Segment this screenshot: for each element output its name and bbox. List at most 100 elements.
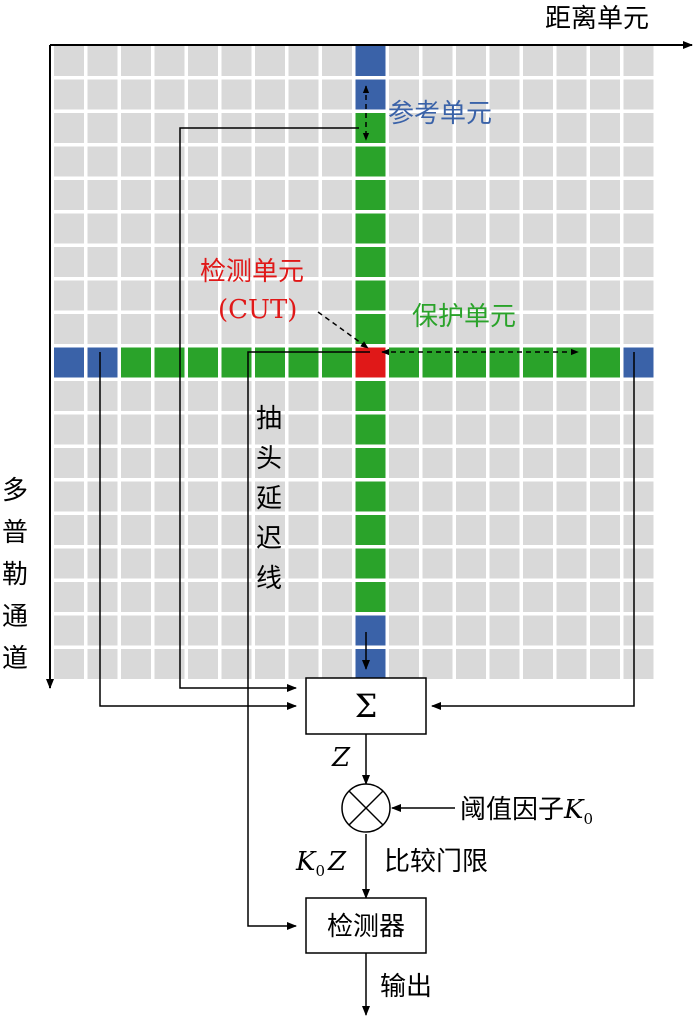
grid-cell: [590, 314, 620, 344]
guard-cell: [355, 582, 386, 612]
grid-cell: [54, 46, 84, 76]
grid-cell: [489, 548, 520, 579]
grid-cell: [456, 180, 486, 210]
grid-cell: [456, 649, 486, 679]
grid-cell: [623, 180, 654, 210]
grid-cell: [288, 146, 319, 177]
grid-cell: [556, 247, 587, 277]
grid-cell: [288, 515, 319, 545]
grid-cell: [188, 146, 218, 177]
grid-cell: [389, 481, 419, 512]
grid-cell: [255, 46, 285, 76]
grid-cell: [54, 146, 84, 177]
guard-cell: [355, 381, 386, 411]
grid-cell: [456, 280, 486, 311]
grid-cell: [121, 481, 151, 512]
guard-cell: [590, 347, 620, 378]
grid-cell: [556, 414, 587, 445]
grid-cell: [422, 448, 453, 478]
grid-cell: [389, 113, 419, 143]
cut-label: 检测单元: [200, 257, 304, 287]
grid-cell: [255, 314, 285, 344]
grid-cell: [590, 180, 620, 210]
grid-cell: [590, 582, 620, 612]
grid-cell: [255, 180, 285, 210]
grid-cell: [523, 46, 553, 76]
grid-cell: [389, 213, 419, 244]
grid-cell: [556, 515, 587, 545]
grid-cell: [523, 280, 553, 311]
svg-text:迟: 迟: [256, 524, 282, 554]
left-reference-line: [99, 352, 297, 710]
grid-cell: [54, 481, 84, 512]
grid-cell: [523, 113, 553, 143]
grid-cell: [255, 615, 285, 646]
grid-cell: [54, 247, 84, 277]
grid-cell: [590, 113, 620, 143]
grid-cell: [288, 79, 319, 110]
grid-cell: [255, 481, 285, 512]
grid-cell: [221, 414, 252, 445]
grid-cell: [523, 146, 553, 177]
grid-cell: [288, 381, 319, 411]
grid-cell: [121, 314, 151, 344]
grid-cell: [489, 146, 520, 177]
grid-cell: [523, 582, 553, 612]
grid-cell: [456, 448, 486, 478]
top-reference-line: [179, 127, 359, 692]
reference-cell: [355, 649, 386, 679]
grid-cell: [556, 582, 587, 612]
grid-cell: [556, 146, 587, 177]
grid-cell: [121, 79, 151, 110]
grid-cell: [422, 113, 453, 143]
reference-cell: [355, 46, 386, 76]
grid-cell: [87, 381, 118, 411]
grid-cell: [255, 146, 285, 177]
grid-cell: [87, 548, 118, 579]
grid-cell: [87, 79, 118, 110]
grid-cell: [456, 314, 486, 344]
summer-symbol: Σ: [355, 687, 378, 725]
grid-cell: [188, 314, 218, 344]
grid-cell: [422, 180, 453, 210]
grid-cell: [121, 515, 151, 545]
grid-cell: [456, 481, 486, 512]
grid-cell: [623, 381, 654, 411]
grid-cell: [456, 247, 486, 277]
grid-cell: [556, 481, 587, 512]
reference-cells-label: 参考单元: [388, 99, 492, 129]
grid-cell: [523, 515, 553, 545]
grid-cell: [121, 615, 151, 646]
grid-cell: [221, 280, 252, 311]
grid-cell: [590, 280, 620, 311]
grid-cell: [389, 180, 419, 210]
grid-cell: [87, 615, 118, 646]
grid-cell: [590, 79, 620, 110]
grid-cell: [422, 247, 453, 277]
grid-cell: [322, 414, 352, 445]
range-axis-label: 距离单元: [545, 4, 649, 34]
grid-cell: [188, 649, 218, 679]
grid-cell: [489, 381, 520, 411]
guard-cell: [355, 448, 386, 478]
grid-cell: [489, 582, 520, 612]
grid-cell: [221, 46, 252, 76]
grid-cell: [255, 414, 285, 445]
grid-cell: [188, 515, 218, 545]
grid-cell: [456, 548, 486, 579]
grid-cell: [456, 615, 486, 646]
guard-cell: [355, 548, 386, 579]
doppler-axis-label: 多 普 勒 通 道: [2, 476, 28, 674]
grid-cell: [221, 79, 252, 110]
grid-cell: [121, 280, 151, 311]
grid-cell: [489, 113, 520, 143]
grid-cell: [288, 180, 319, 210]
grid-cell: [121, 247, 151, 277]
grid-cell: [623, 247, 654, 277]
grid-cell: [188, 448, 218, 478]
grid-cell: [489, 448, 520, 478]
grid-cell: [87, 46, 118, 76]
grid-cell: [288, 213, 319, 244]
grid-cell: [523, 548, 553, 579]
